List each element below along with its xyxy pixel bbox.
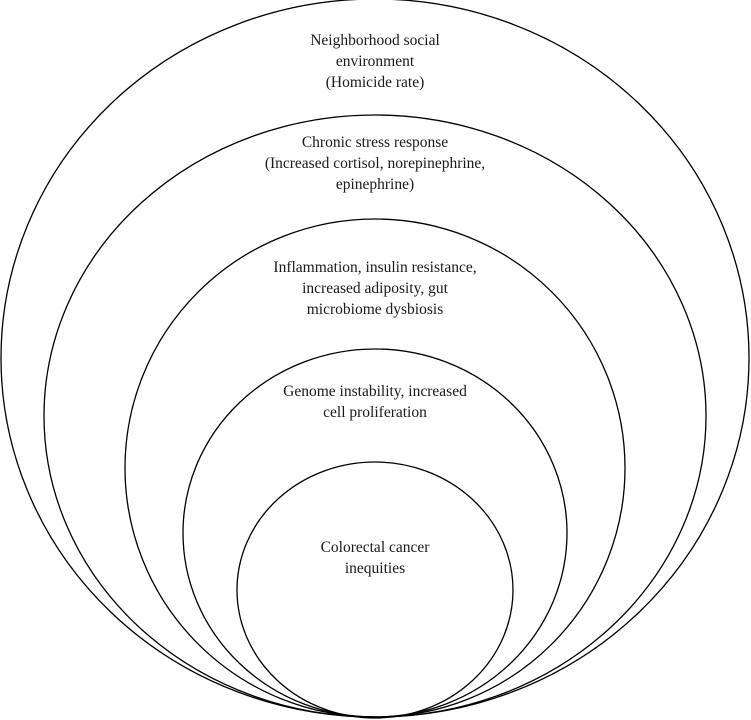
label-line: cell proliferation: [323, 404, 427, 421]
label-line: inequities: [344, 560, 406, 577]
circle-genome-instability: [182, 348, 568, 718]
label-genome-instability: Genome instability, increased cell proli…: [225, 381, 525, 423]
label-line: Genome instability, increased: [283, 383, 467, 400]
label-colorectal-cancer-inequities: Colorectal cancer inequities: [260, 537, 490, 579]
circle-colorectal-cancer: [236, 461, 514, 719]
label-line: (Homicide rate): [325, 74, 425, 91]
label-line: environment: [335, 53, 415, 70]
label-line: Colorectal cancer: [320, 539, 430, 556]
label-chronic-stress-response: Chronic stress response (Increased corti…: [225, 132, 525, 195]
label-line: Neighborhood social: [310, 32, 440, 49]
label-line: Chronic stress response: [301, 134, 449, 151]
label-line: microbiome dysbiosis: [306, 301, 444, 318]
label-inflammation: Inflammation, insulin resistance, increa…: [225, 257, 525, 320]
label-line: epinephrine): [335, 176, 415, 193]
label-line: (Increased cortisol, norepinephrine,: [264, 155, 486, 172]
label-line: Inflammation, insulin resistance,: [273, 259, 477, 276]
label-line: increased adiposity, gut: [302, 280, 448, 297]
label-neighborhood-social-environment: Neighborhood social environment (Homicid…: [225, 30, 525, 93]
